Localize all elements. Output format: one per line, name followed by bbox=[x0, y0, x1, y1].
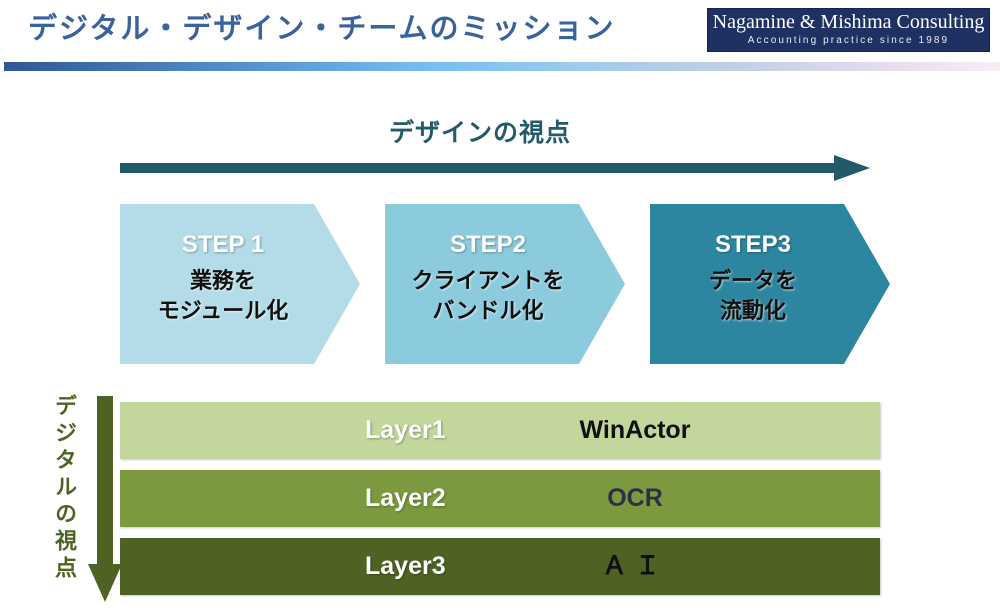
step-3-body: データを 流動化 bbox=[650, 266, 856, 326]
layer-1-name: Layer1 bbox=[365, 416, 446, 444]
layer-row-1: Layer1 WinActor bbox=[120, 402, 880, 459]
step-chevron-2: STEP2 クライアントを バンドル化 bbox=[385, 204, 625, 364]
step-1-line2: モジュール化 bbox=[157, 298, 289, 323]
company-tagline: Accounting practice since 1989 bbox=[747, 35, 950, 46]
digital-axis-arrow-icon bbox=[88, 396, 122, 602]
layer-row-2: Layer2 OCR bbox=[120, 470, 880, 527]
step-1-line1: 業務を bbox=[189, 268, 256, 293]
design-axis-heading: デザインの視点 bbox=[389, 119, 572, 147]
header-gradient-divider bbox=[4, 62, 1000, 71]
step-2-line1: クライアントを bbox=[411, 268, 565, 293]
step-2-line2: バンドル化 bbox=[432, 298, 544, 323]
step-3-line1: データを bbox=[708, 268, 797, 293]
layer-3-value: ＡＩ bbox=[601, 552, 668, 580]
company-name: Nagamine & Mishima Consulting bbox=[712, 11, 985, 33]
step-2-body: クライアントを バンドル化 bbox=[385, 266, 591, 326]
slide-header: デジタル・デザイン・チームのミッション Nagamine & Mishima C… bbox=[0, 0, 1000, 62]
layer-row-3: Layer3 ＡＩ bbox=[120, 538, 880, 595]
company-logo: Nagamine & Mishima Consulting Accounting… bbox=[707, 8, 990, 52]
step-chevron-3: STEP3 データを 流動化 bbox=[650, 204, 890, 364]
layer-3-name: Layer3 bbox=[365, 552, 446, 580]
step-chevron-1: STEP 1 業務を モジュール化 bbox=[120, 204, 360, 364]
step-1-body: 業務を モジュール化 bbox=[120, 266, 326, 326]
layer-2-name: Layer2 bbox=[365, 484, 446, 512]
design-axis-arrow-icon bbox=[120, 155, 870, 181]
layer-1-value: WinActor bbox=[579, 416, 691, 444]
step-3-line2: 流動化 bbox=[719, 298, 786, 323]
step-3-label: STEP3 bbox=[714, 231, 792, 258]
layer-2-value: OCR bbox=[607, 484, 663, 512]
step-1-label: STEP 1 bbox=[181, 231, 265, 258]
page-title: デジタル・デザイン・チームのミッション bbox=[28, 13, 616, 45]
step-2-label: STEP2 bbox=[449, 231, 527, 258]
digital-axis-label: デジタルの視点 bbox=[52, 394, 77, 583]
